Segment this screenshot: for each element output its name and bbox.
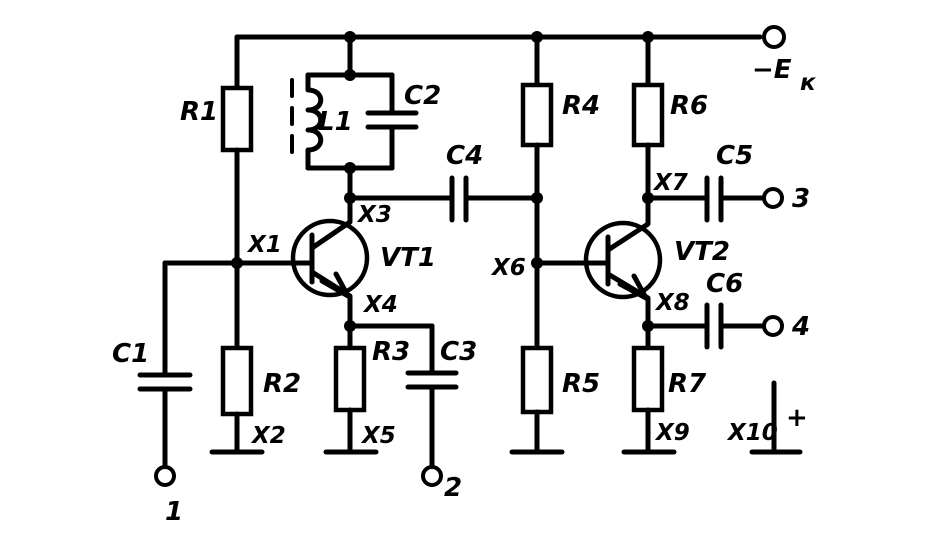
label-c3: C3	[440, 337, 477, 367]
terminal-2	[421, 465, 443, 487]
label-l1: L1	[318, 107, 353, 137]
label-x3: X3	[356, 202, 392, 228]
label-terminal-4: 4	[791, 312, 810, 342]
terminal-1	[154, 465, 176, 487]
resistor-r7	[631, 345, 665, 413]
vt2-emitter-branch	[621, 302, 784, 455]
vt2-emitter-arrow	[617, 273, 649, 301]
vt1-emitter-arrow	[319, 271, 351, 299]
vt1-emitter-branch	[323, 320, 459, 487]
label-c4: C4	[446, 141, 483, 171]
label-x10: X10	[726, 420, 778, 446]
label-c2: C2	[404, 81, 441, 111]
r1-r2-branch	[209, 34, 265, 455]
label-r7: R7	[668, 369, 707, 399]
label-vt1: VT1	[380, 243, 436, 273]
label-vt2: VT2	[674, 237, 730, 267]
labels: −E к R1 R2 R3 R4 R5 R6 R7 C1 C2 C3 C4 C5…	[112, 55, 817, 527]
label-x9: X9	[654, 420, 690, 446]
label-x5: X5	[360, 423, 396, 449]
label-x7: X7	[652, 170, 688, 196]
label-c5: C5	[716, 141, 753, 171]
plus-sign: +	[786, 403, 808, 433]
label-r1: R1	[180, 97, 218, 127]
x10-ground	[749, 380, 803, 455]
label-c6: C6	[706, 269, 743, 299]
label-x6: X6	[490, 255, 526, 281]
label-r3: R3	[372, 337, 410, 367]
lc-tank	[290, 34, 419, 201]
label-r4: R4	[562, 91, 600, 121]
transistor-vt2	[583, 195, 663, 329]
inductor-l1	[305, 72, 324, 171]
vt2-collector-branch	[631, 34, 784, 223]
label-x8: X8	[654, 290, 690, 316]
resistor-r5	[520, 345, 554, 415]
label-r2: R2	[263, 369, 301, 399]
c4-coupling	[347, 175, 543, 223]
terminal-4	[762, 315, 784, 337]
label-x4: X4	[362, 292, 398, 318]
label-terminal-3: 3	[792, 184, 810, 214]
transistor-vt1	[290, 192, 370, 329]
label-terminal-1: 1	[165, 497, 183, 527]
label-terminal-2: 2	[444, 473, 462, 503]
terminal-3	[762, 187, 784, 209]
supply-rail	[234, 25, 786, 49]
label-c1: C1	[112, 339, 149, 369]
resistor-r4	[520, 82, 554, 148]
r4-r5-divider	[509, 34, 601, 455]
supply-terminal	[762, 25, 786, 49]
resistor-r6	[631, 82, 665, 148]
resistor-r3	[333, 345, 367, 413]
supply-label: −E	[752, 55, 792, 85]
resistor-r2	[220, 345, 254, 417]
label-x1: X1	[246, 232, 282, 258]
label-r6: R6	[670, 91, 708, 121]
c1-branch	[137, 260, 303, 487]
supply-subscript: к	[800, 70, 817, 96]
label-r5: R5	[562, 369, 600, 399]
resistor-r1	[220, 85, 254, 153]
label-x2: X2	[250, 423, 286, 449]
